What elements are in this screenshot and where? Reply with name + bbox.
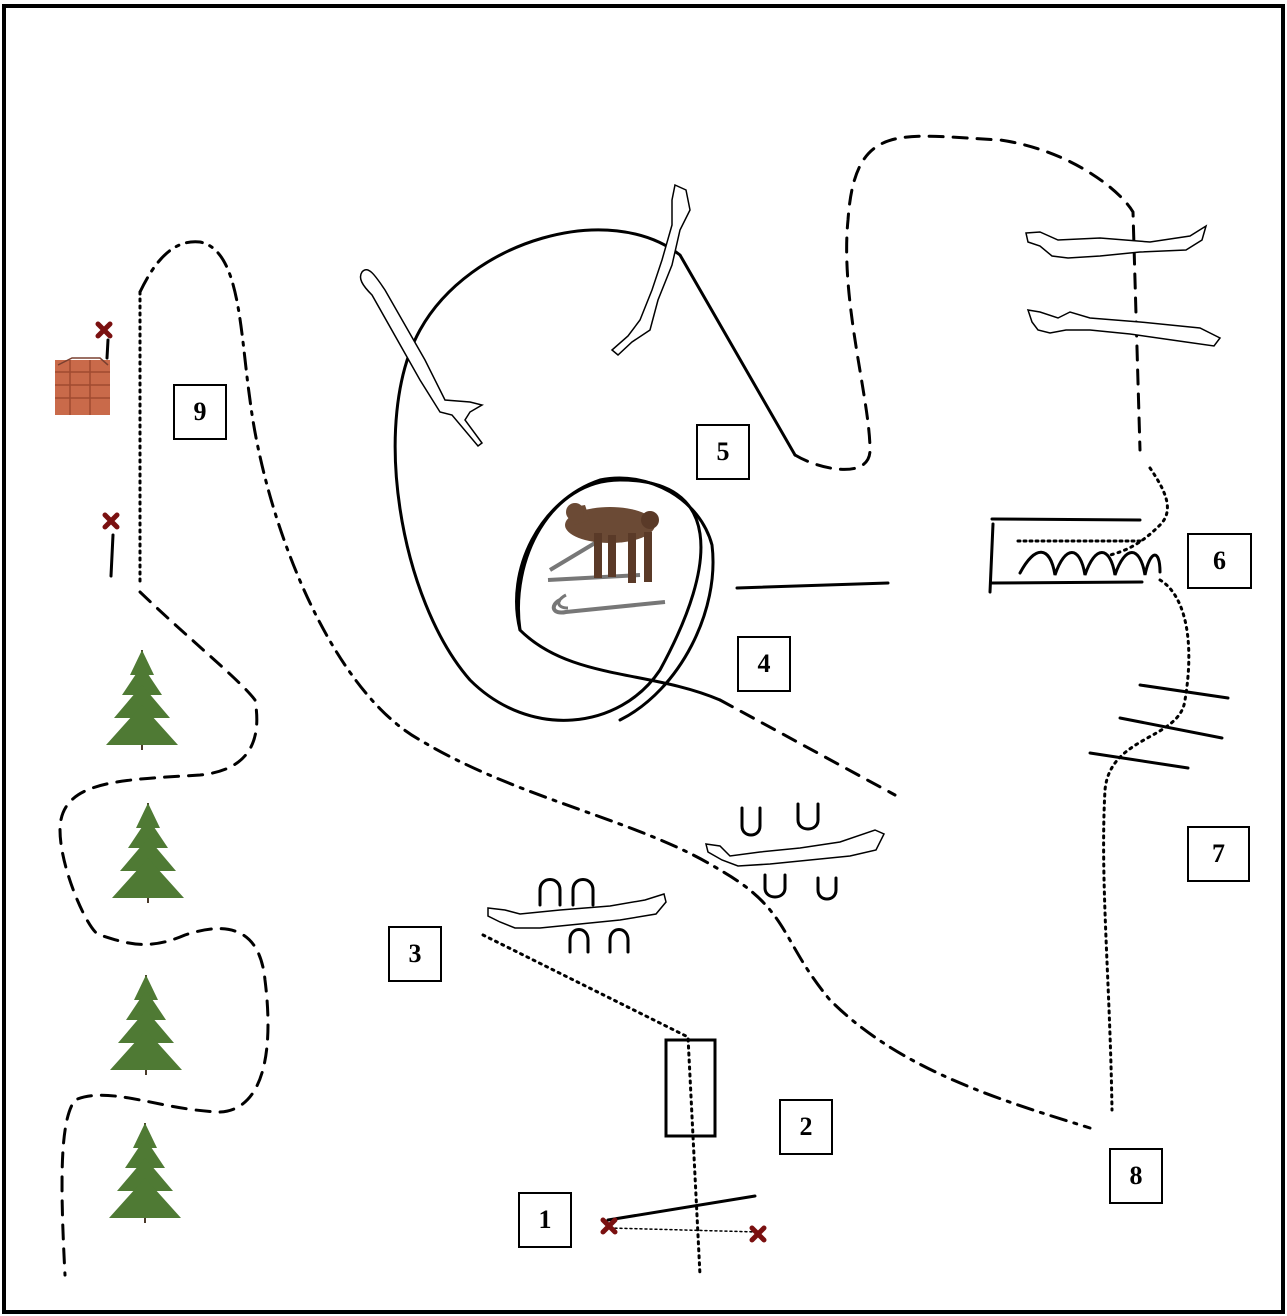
horseshoe-icon [573,880,593,906]
log-obstacle-icon [612,185,690,355]
station-label-4: 4 [737,636,791,692]
pole-7-2 [1120,718,1222,738]
station-number: 1 [539,1205,552,1235]
log-obstacle-icon [1026,226,1206,258]
dashed-left-path [60,592,268,1275]
obstacle-6-top [992,519,1140,520]
station-number: 5 [717,437,730,467]
station-label-2: 2 [779,1099,833,1155]
obstacle-6-bottom [992,582,1142,583]
obstacle-6-zigzag [1020,552,1160,575]
log-obstacle-icon [1028,310,1220,346]
marker-line [111,535,113,576]
station-number: 6 [1213,546,1226,576]
pole-7-1 [1140,685,1228,698]
connector-line [737,583,888,588]
diagram-frame [4,6,1283,1312]
station-label-9: 9 [173,384,227,440]
woodpile-icon [55,358,110,415]
dashdot-path [140,242,1090,1128]
tree-icon [110,975,182,1075]
start-line [608,1196,755,1220]
horseshoe-icon [570,930,588,953]
station-number: 7 [1212,839,1225,869]
station-label-3: 3 [388,926,442,982]
station-number: 4 [758,649,771,679]
horseshoe-icon [742,808,760,835]
horseshoe-icon [818,878,836,899]
station-label-5: 5 [696,424,750,480]
pole-7-3 [1090,753,1188,768]
log-obstacle-icon [360,270,482,446]
station-number: 2 [800,1112,813,1142]
tree-icon [109,1123,181,1223]
horse-icon [548,503,665,613]
tree-icon [112,803,184,903]
marker-line [107,340,108,358]
horseshoe-icon [540,880,560,906]
log-obstacle-icon [706,830,884,866]
station-label-8: 8 [1109,1148,1163,1204]
station-number: 9 [194,397,207,427]
log-obstacle-icon [488,894,666,928]
start-dotted-line [610,1228,758,1232]
x-marker-icon [98,324,110,336]
x-marker-icon [752,1228,764,1240]
horseshoe-icon [798,804,818,829]
tree-icon [106,650,178,750]
dotted-path-7-8 [1104,580,1189,1110]
x-marker-icon [603,1220,615,1232]
station-label-7: 7 [1187,826,1250,882]
dashed-exit-path [720,700,895,795]
station-label-6: 6 [1187,533,1252,589]
station-number: 8 [1130,1161,1143,1191]
station-label-1: 1 [518,1192,572,1248]
x-marker-icon [105,515,117,527]
dashed-loop-path [795,136,1140,469]
horseshoe-icon [610,930,628,953]
horseshoe-icon [765,875,785,897]
station-number: 3 [409,939,422,969]
